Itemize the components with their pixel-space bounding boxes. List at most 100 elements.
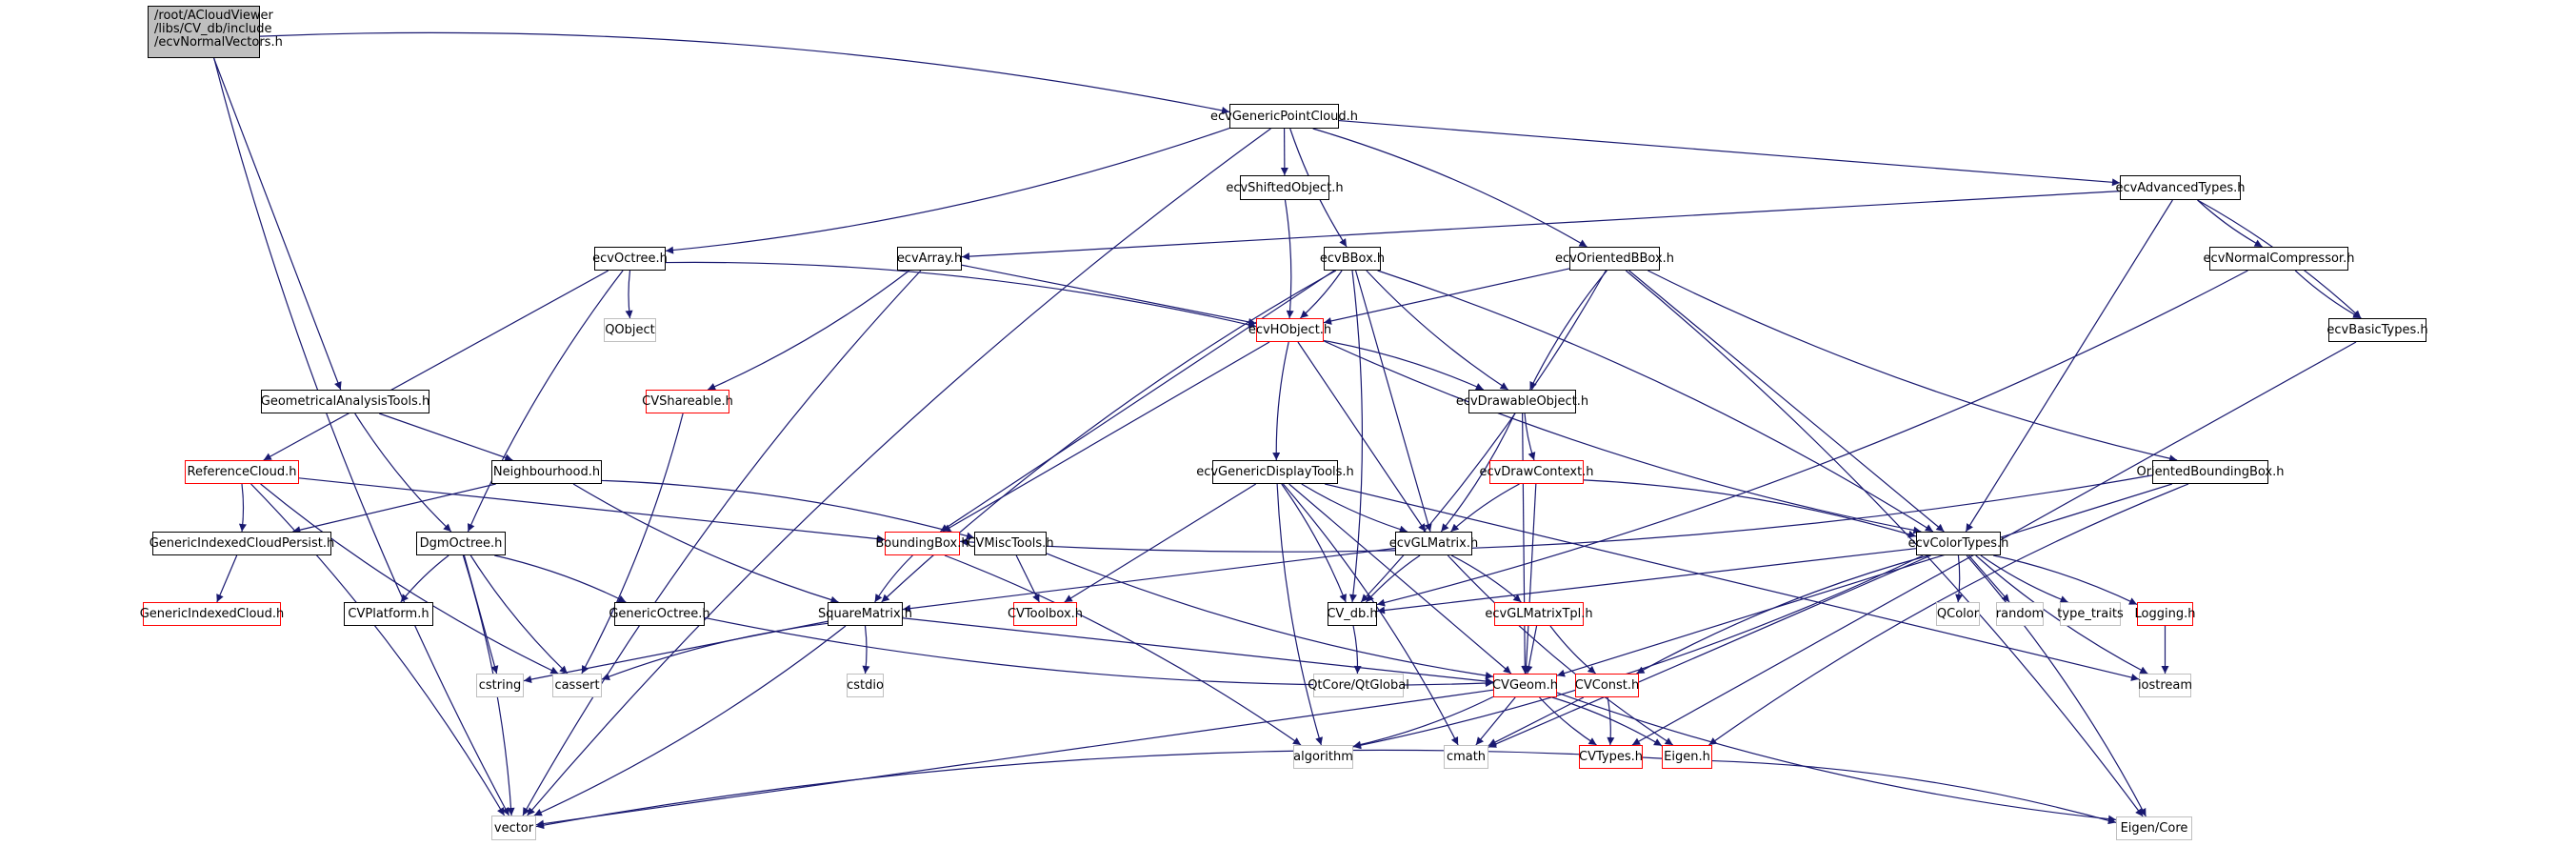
- edge-refcloud-to-boundingbox: [298, 477, 886, 543]
- edge-advtypes-to-array: [961, 191, 2121, 261]
- edge-colortypes-to-iostream: [1975, 554, 2148, 675]
- graph-node-gicp[interactable]: GenericIndexedCloudPersist.h: [150, 532, 334, 555]
- graph-node-advtypes[interactable]: ecvAdvancedTypes.h: [2115, 175, 2246, 200]
- graph-node-dgmoctree[interactable]: DgmOctree.h: [416, 532, 506, 555]
- edge-refcloud-to-gicp: [238, 483, 247, 533]
- edge-cvconst-to-cvtypes: [1607, 696, 1615, 746]
- graph-node-obb[interactable]: OrientedBoundingBox.h: [2136, 460, 2285, 484]
- graph-node-gdt[interactable]: ecvGenericDisplayTools.h: [1196, 460, 1354, 484]
- edge-drawable-to-drawctx: [1524, 413, 1536, 461]
- graph-node-drawable[interactable]: ecvDrawableObject.h: [1456, 390, 1588, 413]
- graph-node-gpc[interactable]: ecvGenericPointCloud.h: [1210, 104, 1358, 129]
- edge-array-to-hobj: [961, 264, 1257, 326]
- graph-node-basictypes[interactable]: ecvBasicTypes.h: [2326, 318, 2428, 342]
- graph-node-neigh[interactable]: Neighbourhood.h: [491, 460, 602, 484]
- edge-cvgeom-to-algorithm: [1352, 695, 1494, 749]
- edge-bbox-to-colortypes: [1377, 270, 1934, 533]
- edge-obbox-to-drawable: [1529, 270, 1608, 391]
- edge-gpc-to-octree: [665, 127, 1230, 254]
- edge-colortypes-to-logging: [1993, 554, 2138, 605]
- graph-node-gic[interactable]: GenericIndexedCloud.h: [140, 602, 284, 626]
- graph-node-normcomp[interactable]: ecvNormalCompressor.h: [2204, 247, 2354, 271]
- graph-node-shifted[interactable]: ecvShiftedObject.h: [1226, 175, 1344, 200]
- edge-hobj-to-gdt: [1272, 341, 1289, 461]
- edge-shareable-to-cassert: [581, 413, 684, 675]
- graph-node-sqmatrix[interactable]: SquareMatrix.h: [818, 602, 912, 626]
- graph-node-glmatrix[interactable]: ecvGLMatrix.h: [1389, 532, 1478, 555]
- edge-cvgeom-to-cmath: [1475, 696, 1516, 746]
- edge-gdt-to-cvgeom: [1288, 483, 1512, 675]
- graph-node-typetraits: type_traits: [2057, 602, 2124, 626]
- edge-eigenh-to-eigencore: [1711, 759, 2117, 825]
- graph-node-octree[interactable]: ecvOctree.h: [592, 247, 668, 271]
- graph-node-bbox[interactable]: ecvBBox.h: [1320, 247, 1385, 271]
- edge-cvconst-to-cmath: [1488, 696, 1585, 747]
- edge-glmatrix-to-eigenh: [1447, 554, 1673, 746]
- edge-colortypes-to-cvconst: [1636, 554, 1929, 675]
- graph-node-cvdb[interactable]: CV_db.h: [1327, 602, 1378, 626]
- edge-drawctx-to-cvgeom: [1522, 483, 1537, 675]
- edge-bbox-to-drawable: [1366, 270, 1508, 391]
- edge-colortypes-to-cvdb: [1376, 548, 1917, 614]
- edge-array-to-shareable: [707, 270, 910, 391]
- edge-gicp-to-gic: [216, 554, 238, 603]
- edge-gdt-to-cvdb: [1281, 483, 1347, 603]
- edge-hobj-to-drawable: [1323, 339, 1485, 391]
- edge-obbox-to-eigencore: [1625, 270, 2144, 817]
- graph-node-obbox[interactable]: ecvOrientedBBox.h: [1555, 247, 1674, 271]
- edge-advtypes-to-colortypes: [1965, 199, 2173, 533]
- graph-node-boundingbox[interactable]: BoundingBox.h: [875, 532, 969, 555]
- edge-gdt-to-algorithm: [1276, 483, 1323, 746]
- graph-node-platform[interactable]: CVPlatform.h: [344, 602, 433, 626]
- graph-node-eigenh[interactable]: Eigen.h: [1662, 745, 1712, 769]
- graph-node-algorithm: algorithm: [1293, 745, 1353, 769]
- graph-node-array[interactable]: ecvArray.h: [897, 247, 962, 271]
- graph-node-genoctree[interactable]: GenericOctree.h: [609, 602, 710, 626]
- edge-neigh-to-sqmatrix: [572, 483, 839, 604]
- edge-bbox-to-glmatrix: [1354, 270, 1432, 533]
- graph-node-colortypes[interactable]: ecvColorTypes.h: [1908, 532, 2008, 555]
- edge-advtypes-to-normcomp: [2197, 199, 2263, 248]
- edge-dgmoctree-to-cassert: [469, 554, 569, 675]
- edge-obbox-to-cvdb: [1360, 270, 1607, 603]
- edge-dgmoctree-to-genoctree: [494, 554, 627, 603]
- edge-dgmoctree-to-platform: [400, 554, 449, 603]
- graph-node-toolbox[interactable]: CVToolbox.h: [1008, 602, 1083, 626]
- edge-misctools-to-cvgeom: [1046, 553, 1494, 680]
- edge-boundingbox-to-algorithm: [944, 554, 1302, 746]
- graph-node-hobj[interactable]: ecvHObject.h: [1248, 318, 1331, 342]
- graph-node-misctools[interactable]: CVMiscTools.h: [967, 532, 1054, 555]
- graph-node-cmath: cmath: [1444, 745, 1488, 769]
- graph-node-geomtools[interactable]: GeometricalAnalysisTools.h: [261, 390, 429, 413]
- edge-obb-to-boundingbox: [959, 474, 2153, 553]
- graph-node-cstring: cstring: [476, 674, 524, 697]
- graph-node-shareable[interactable]: CVShareable.h: [642, 390, 733, 413]
- edge-gpc-to-vector: [527, 128, 1271, 816]
- graph-node-logging[interactable]: Logging.h: [2135, 602, 2195, 626]
- graph-node-cvgeom[interactable]: CVGeom.h: [1492, 674, 1558, 697]
- edge-gdt-to-iostream: [1325, 483, 2140, 681]
- graph-node-iostream: iostream: [2138, 674, 2192, 697]
- edge-glmatrix-to-cvdb: [1365, 554, 1421, 603]
- edge-normcomp-to-basictypes: [2294, 270, 2362, 319]
- graph-node-root[interactable]: /root/ACloudViewer /libs/CV_db/include /…: [148, 6, 283, 58]
- edge-drawctx-to-colortypes: [1583, 479, 1917, 538]
- graph-node-drawctx[interactable]: ecvDrawContext.h: [1479, 460, 1594, 484]
- graph-node-glmtpl[interactable]: ecvGLMatrixTpl.h: [1485, 602, 1593, 626]
- graph-node-cvtypes[interactable]: CVTypes.h: [1579, 745, 1643, 769]
- edge-gpc-to-obbox: [1312, 128, 1588, 248]
- edge-obbox-to-colortypes: [1628, 270, 1945, 533]
- edge-hobj-to-boundingbox: [942, 341, 1270, 533]
- edge-eigenh-to-vector: [535, 749, 1663, 830]
- edge-neigh-to-misctools: [601, 479, 975, 540]
- graph-node-vector: vector: [491, 816, 536, 840]
- edge-colortypes-to-algorithm: [1352, 554, 1924, 750]
- edge-cvdb-to-qtglobal: [1352, 625, 1362, 675]
- graph-node-refcloud[interactable]: ReferenceCloud.h: [185, 460, 299, 484]
- edge-colortypes-to-qcolor: [1955, 554, 1964, 603]
- edge-obbox-to-hobj: [1323, 268, 1570, 325]
- edge-octree-to-hobj: [665, 261, 1257, 329]
- edge-obb-to-cvgeom: [1556, 483, 2173, 677]
- graph-node-cvconst[interactable]: CVConst.h: [1575, 674, 1639, 697]
